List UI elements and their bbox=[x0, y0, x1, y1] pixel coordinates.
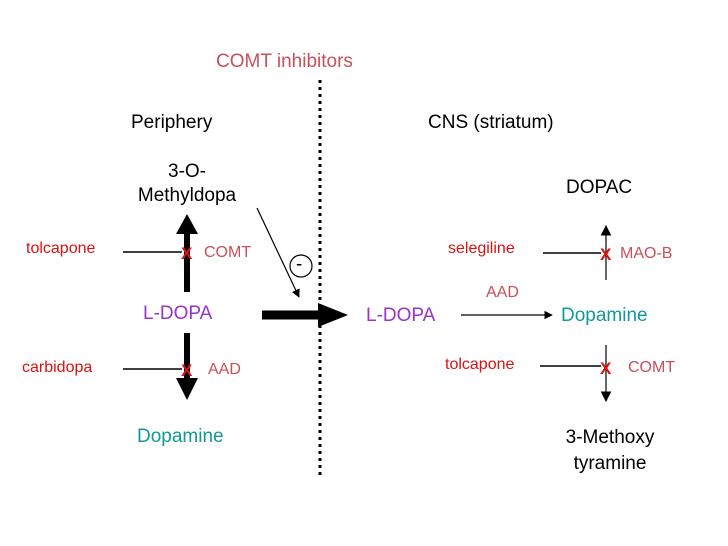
ldopa-periphery: L-DOPA bbox=[143, 303, 213, 324]
enzyme-comt-cns: COMT bbox=[628, 359, 676, 376]
arrow-3omd-competition bbox=[256, 207, 300, 298]
minus-symbol: - bbox=[296, 254, 303, 275]
dopamine-periphery: Dopamine bbox=[137, 426, 224, 447]
block-mark-maob: X bbox=[600, 245, 612, 264]
diagram-title: COMT inhibitors bbox=[216, 51, 353, 72]
inhibitor-tolcapone-periphery: tolcapone bbox=[26, 240, 96, 257]
arrowhead-3omd bbox=[176, 214, 198, 234]
metabolite-3omd-line1: 3-O- bbox=[168, 161, 206, 182]
inhibitor-tolcapone-cns: tolcapone bbox=[445, 356, 515, 373]
metabolite-3omd-line2: Methyldopa bbox=[137, 185, 237, 206]
block-mark-comt-periphery: X bbox=[181, 244, 193, 263]
enzyme-aad-periphery: AAD bbox=[208, 361, 241, 378]
arrowhead-transport bbox=[318, 303, 348, 327]
block-mark-comt-cns: X bbox=[600, 359, 612, 378]
cns-heading: CNS (striatum) bbox=[428, 112, 554, 133]
enzyme-aad-cns: AAD bbox=[486, 284, 519, 301]
arrowhead-dopamine-periphery bbox=[176, 378, 198, 400]
metabolite-3mt-line1: 3-Methoxy bbox=[565, 427, 655, 448]
enzyme-maob: MAO-B bbox=[620, 245, 673, 262]
enzyme-comt-periphery: COMT bbox=[204, 244, 252, 261]
inhibitor-selegiline: selegiline bbox=[448, 240, 515, 257]
block-mark-aad-periphery: X bbox=[181, 361, 193, 380]
periphery-heading: Periphery bbox=[131, 112, 213, 133]
ldopa-cns: L-DOPA bbox=[366, 305, 436, 326]
inhibitor-carbidopa: carbidopa bbox=[22, 359, 93, 376]
inhibition-minus-circle bbox=[289, 254, 313, 278]
metabolite-dopac: DOPAC bbox=[566, 177, 633, 198]
metabolite-3mt-line2: tyramine bbox=[573, 453, 647, 474]
dopamine-cns: Dopamine bbox=[561, 305, 648, 326]
